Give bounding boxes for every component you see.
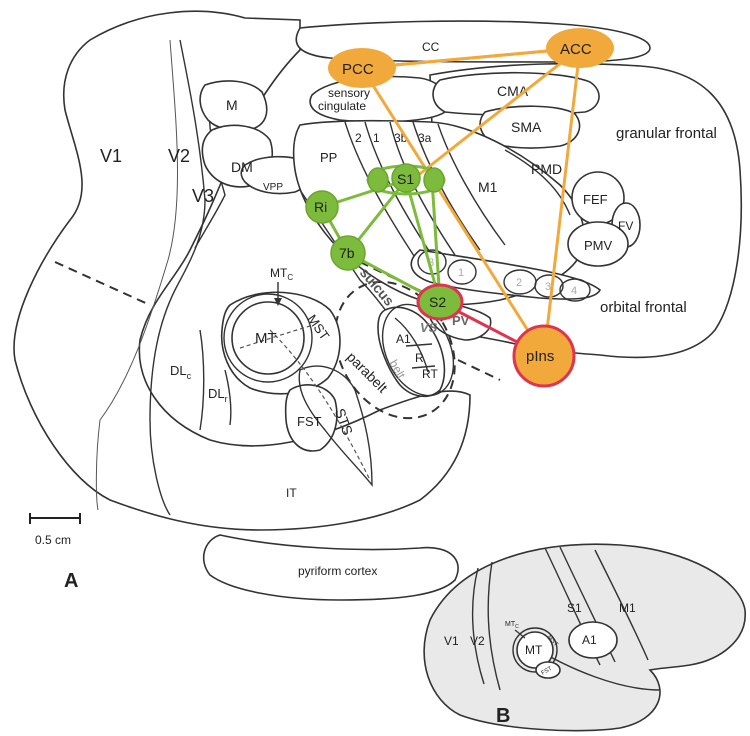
inset-label-fst: FST bbox=[541, 666, 554, 677]
label-fef: FEF bbox=[583, 192, 608, 207]
panel-a-outlines bbox=[13, 10, 743, 601]
svg-text:PCC: PCC bbox=[342, 61, 374, 78]
label-sma: SMA bbox=[511, 119, 542, 135]
inset-label-a1: A1 bbox=[582, 633, 597, 647]
network-nodes: S1 Ri 7b S2 PCC ACC pIns bbox=[305, 28, 614, 388]
label-v3: V3 bbox=[192, 186, 214, 206]
label-granular-frontal: granular frontal bbox=[616, 125, 717, 142]
pyriform-outline bbox=[202, 534, 459, 601]
label-orbital-frontal: orbital frontal bbox=[600, 299, 687, 316]
inset-label-mt: MT bbox=[525, 643, 543, 657]
scale-bar-label: 0.5 cm bbox=[35, 533, 71, 547]
svg-text:S2: S2 bbox=[429, 294, 446, 310]
label-m: M bbox=[226, 97, 238, 113]
svg-text:Ri: Ri bbox=[314, 199, 327, 215]
inset-label-v1: V1 bbox=[444, 634, 459, 648]
label-v2: V2 bbox=[168, 146, 190, 166]
svg-text:pIns: pIns bbox=[526, 348, 554, 365]
node-pcc: PCC bbox=[328, 48, 396, 88]
inset-label-s1: S1 bbox=[567, 601, 582, 615]
label-pp: PP bbox=[320, 150, 337, 165]
label-vpp: VPP bbox=[263, 182, 283, 193]
label-cc: CC bbox=[422, 40, 440, 54]
sma-outline bbox=[479, 105, 581, 149]
pmv-outline bbox=[567, 221, 629, 267]
label-grey-3b: 3 bbox=[545, 281, 551, 293]
svg-text:ACC: ACC bbox=[560, 41, 592, 58]
node-pins: pIns bbox=[512, 324, 576, 388]
label-rt: RT bbox=[422, 367, 438, 381]
inset-label-mtc: MTC bbox=[505, 621, 519, 630]
inset-label-m1: M1 bbox=[619, 601, 636, 615]
label-area-1: 1 bbox=[373, 131, 380, 145]
label-mtc: MTC bbox=[270, 266, 293, 282]
m-outline bbox=[199, 80, 268, 131]
label-sensory: sensory bbox=[328, 86, 370, 100]
label-vs: VS bbox=[420, 320, 438, 335]
panel-a-label: A bbox=[64, 570, 78, 592]
label-v1: V1 bbox=[100, 146, 122, 166]
vpp-outline bbox=[240, 155, 311, 195]
label-pmv: PMV bbox=[584, 238, 613, 253]
svg-text:S1: S1 bbox=[397, 171, 414, 187]
node-7b: 7b bbox=[330, 235, 366, 271]
cma-outline bbox=[432, 71, 600, 116]
label-m1: M1 bbox=[478, 179, 498, 195]
panel-b-inset: V1 V2 S1 M1 A1 MT MTC MST FST B bbox=[423, 543, 746, 732]
label-pmd: PMD bbox=[531, 161, 562, 177]
label-grey-4: 4 bbox=[571, 285, 577, 297]
node-ri: Ri bbox=[305, 190, 339, 224]
mt-outline bbox=[231, 301, 305, 375]
sts-outline bbox=[298, 365, 373, 487]
label-mt: MT bbox=[255, 330, 277, 347]
parabelt-outline bbox=[334, 280, 456, 420]
fst-outline bbox=[284, 384, 338, 452]
label-dm: DM bbox=[231, 159, 253, 175]
node-s2: S2 bbox=[416, 283, 464, 321]
inset-label-v2: V2 bbox=[470, 634, 485, 648]
label-grey-2: 2 bbox=[516, 277, 522, 289]
label-grey-1: 1 bbox=[458, 267, 464, 279]
label-area-2: 2 bbox=[355, 131, 362, 145]
label-grey-3: 3 bbox=[428, 257, 434, 269]
panel-b-label: B bbox=[496, 705, 510, 727]
label-it: IT bbox=[286, 486, 297, 500]
belt-outline bbox=[381, 303, 455, 397]
node-s1: S1 bbox=[366, 163, 446, 196]
label-dlr: DLr bbox=[208, 386, 228, 404]
label-fst: FST bbox=[297, 414, 322, 429]
scale-bar: 0.5 cm bbox=[29, 513, 81, 547]
svg-text:7b: 7b bbox=[339, 245, 355, 261]
label-fv: FV bbox=[618, 219, 633, 233]
label-pyriform: pyriform cortex bbox=[298, 564, 377, 578]
label-a1: A1 bbox=[396, 332, 411, 346]
label-area-3a: 3a bbox=[418, 131, 432, 145]
label-r: R bbox=[415, 351, 424, 365]
label-cingulate: cingulate bbox=[318, 99, 366, 113]
label-dlc: DLc bbox=[170, 363, 192, 381]
node-acc: ACC bbox=[546, 28, 614, 68]
